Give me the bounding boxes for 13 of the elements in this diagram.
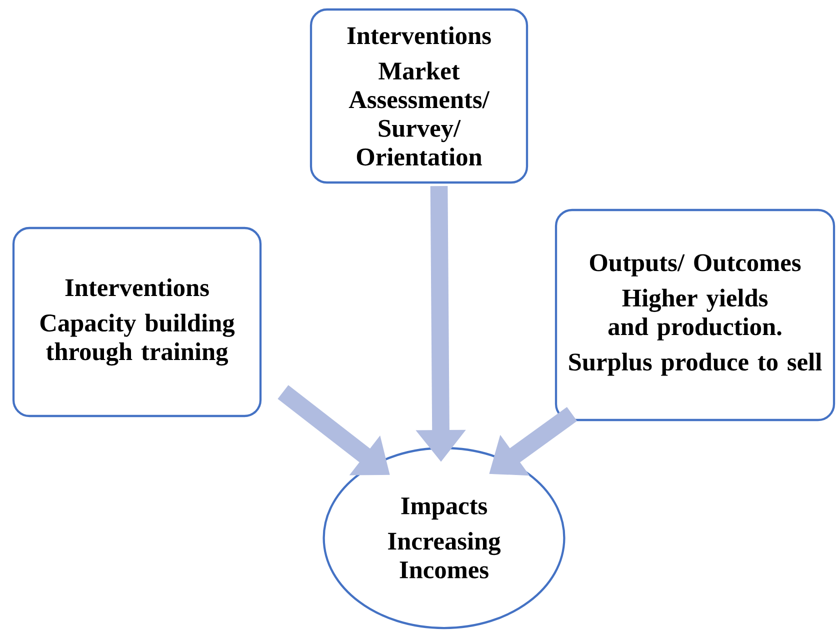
ellipse-node <box>322 446 566 630</box>
rounded-box <box>310 8 528 184</box>
body-text: Market Assessments/Survey/Orientation <box>348 62 490 166</box>
heading: Outputs/ Outcomes <box>590 254 801 276</box>
body-text: Surplus produce to sell <box>569 352 822 376</box>
body-text: Higher yields and production. <box>608 288 782 340</box>
body-text: Increasing Incomes <box>388 532 501 578</box>
heading: Impacts <box>401 498 488 520</box>
rounded-box <box>554 208 836 422</box>
heading: Interventions <box>65 278 209 296</box>
heading: Interventions <box>347 26 491 44</box>
rounded-box <box>12 226 262 418</box>
body-text: Capacity building through training <box>40 314 235 366</box>
